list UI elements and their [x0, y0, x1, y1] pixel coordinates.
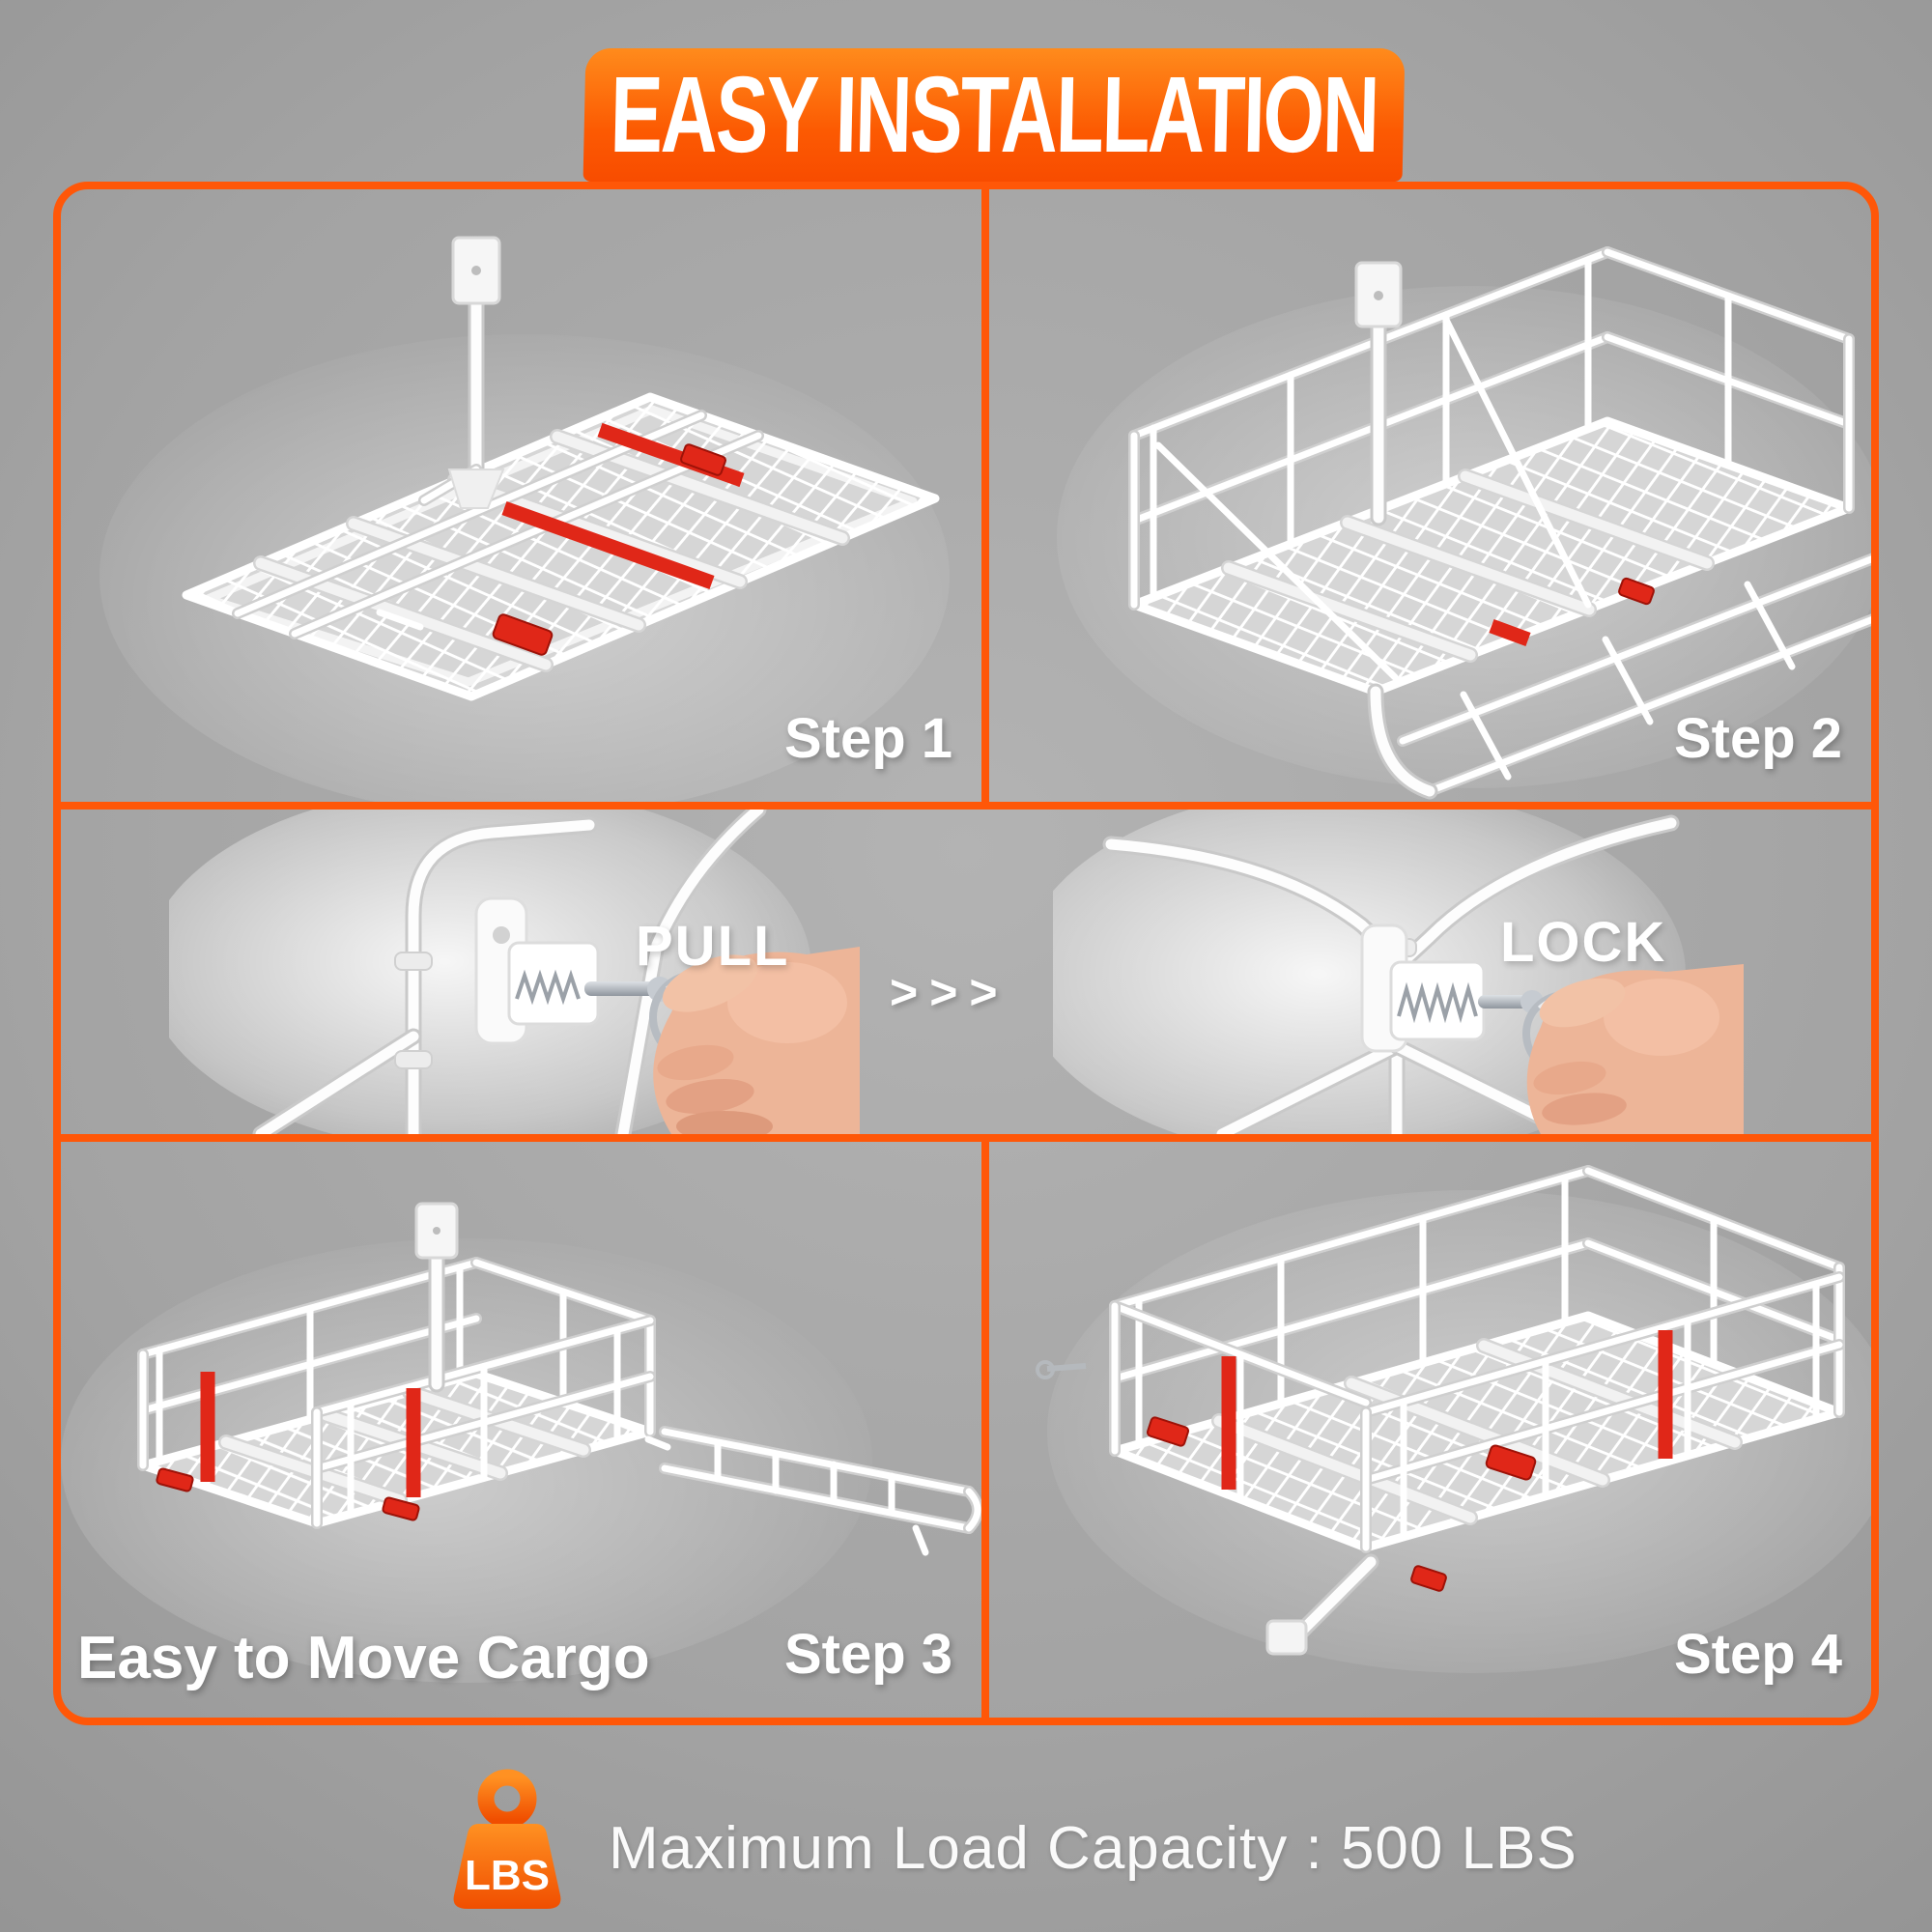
red-reflectors [492, 422, 745, 656]
front-apron-rails [1367, 553, 1871, 800]
pull-pin-photo [169, 810, 860, 1134]
panel-step-2: Step 2 [989, 189, 1871, 810]
rails-up-carrier-illustration [1057, 246, 1871, 800]
folded-side-rails [232, 410, 764, 639]
pin-rod [1478, 995, 1532, 1009]
weight-lbs-text: LBS [465, 1852, 550, 1899]
installation-steps-grid: Step 1 [53, 182, 1879, 1725]
hand [653, 947, 860, 1134]
panel-pull-lock: PULL >>> LOCK [61, 810, 1871, 1142]
lock-pin-photo [1053, 810, 1744, 1134]
easy-move-cargo-caption: Easy to Move Cargo [77, 1625, 650, 1691]
hitch-post [418, 236, 505, 509]
arrows-chevrons: >>> [890, 965, 1009, 1019]
hitch-arm [1036, 1360, 1379, 1656]
panel-step-4: Step 4 [989, 1142, 1871, 1718]
panel-step-3: Easy to Move Cargo Step 3 [61, 1142, 989, 1718]
diagonal-braces [1154, 316, 1592, 681]
tube-frame [252, 810, 767, 1134]
right-rail-fence [1602, 246, 1855, 514]
panel-step-1: Step 1 [61, 189, 989, 810]
pin-rod [584, 981, 660, 996]
folded-out-rail [644, 1426, 981, 1556]
weight-lbs-icon: LBS [453, 1769, 561, 1909]
hand [1526, 964, 1744, 1134]
spring [1397, 981, 1478, 1024]
step-2-label: Step 2 [1673, 707, 1842, 770]
red-reflectors [1146, 1330, 1673, 1592]
rear-rail-fence [137, 1257, 482, 1471]
lock-label: LOCK [1500, 911, 1667, 974]
mesh-deck [182, 392, 940, 701]
front-rail-fence [311, 1315, 656, 1529]
assembled-basket-illustration [1036, 1165, 1871, 1673]
max-load-capacity-text: Maximum Load Capacity : 500 LBS [609, 1815, 1577, 1882]
folded-carrier-illustration [99, 236, 950, 802]
banner: EASY INSTALLATION [582, 48, 1406, 182]
pin-bracket [474, 896, 742, 1064]
left-rail-fence [1109, 1300, 1372, 1503]
step-3-label: Step 3 [783, 1623, 952, 1686]
basket-rail-folded-out-illustration [61, 1202, 981, 1683]
footer: LBS Maximum Load Capacity : 500 LBS [0, 1750, 1932, 1932]
banner-title: EASY INSTALLATION [609, 54, 1379, 175]
step-1-label: Step 1 [783, 707, 952, 770]
front-rail-fence [1360, 1271, 1845, 1553]
hitch-post [414, 1202, 459, 1393]
step-4-label: Step 4 [1673, 1623, 1842, 1686]
pin-bracket [1360, 923, 1607, 1076]
weight-handle-ring [477, 1769, 537, 1829]
spring [515, 969, 581, 1006]
red-reflectors [1489, 577, 1655, 647]
rear-rail-fence [1109, 1165, 1594, 1448]
hitch-post [1354, 261, 1403, 526]
weight-body [453, 1824, 561, 1909]
cross-straps [1221, 469, 1715, 663]
pull-label: PULL [636, 915, 790, 978]
red-reflectors [156, 1372, 421, 1521]
